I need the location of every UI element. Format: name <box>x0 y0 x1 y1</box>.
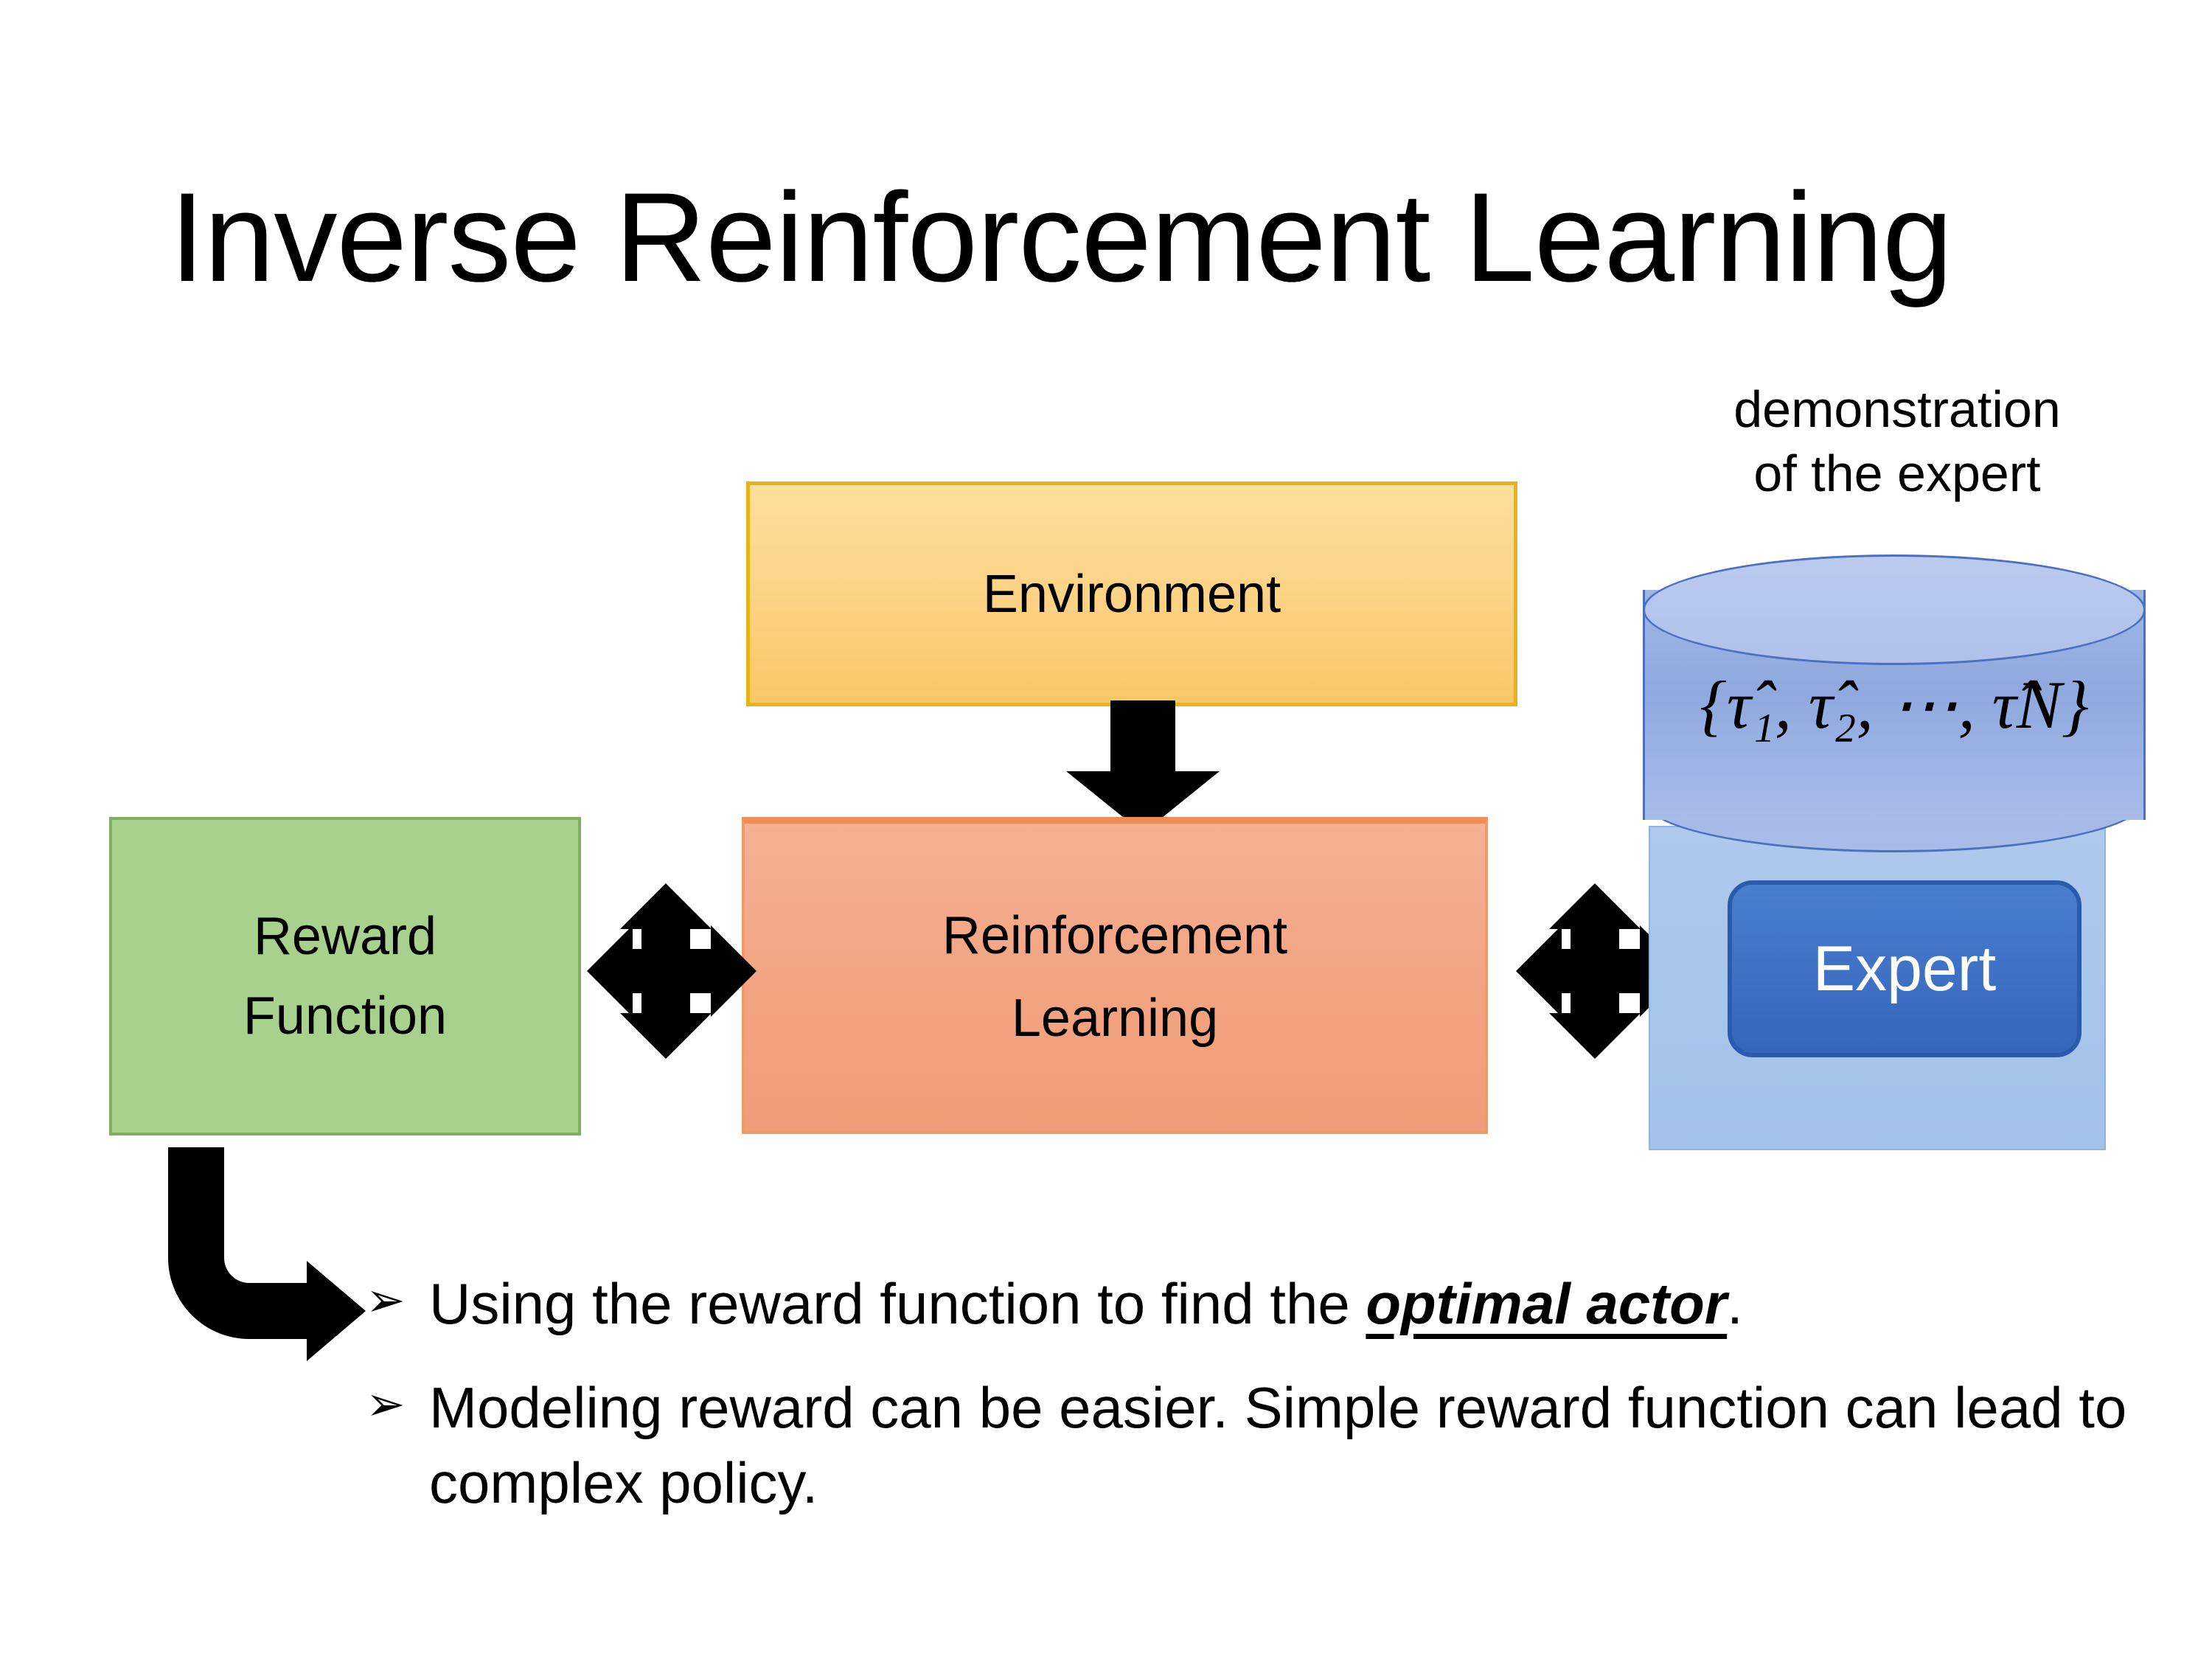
bullet-text: Using the reward function to find the op… <box>429 1267 2135 1341</box>
demonstration-set-notation: {τ̂₁, τ̂₂, ⋯, τ̂N} <box>1700 667 2089 742</box>
reward-label-line2: Function <box>243 987 448 1046</box>
bullet-text-after: . <box>1727 1271 1743 1336</box>
demonstration-cylinder: {τ̂₁, τ̂₂, ⋯, τ̂N} <box>1643 554 2146 852</box>
cylinder-top-ellipse <box>1643 554 2146 665</box>
arrow-reward-to-rl <box>587 883 757 1059</box>
bullet-item: ➢ Using the reward function to find the … <box>366 1267 2135 1341</box>
bullet-arrow-icon: ➢ <box>366 1377 406 1431</box>
expert-box: Expert <box>1728 880 2081 1057</box>
arrow-reward-to-bullets <box>168 1147 366 1361</box>
bullet-item: ➢ Modeling reward can be easier. Simple … <box>366 1371 2135 1520</box>
bullet-emphasis: optimal actor <box>1366 1271 1728 1336</box>
bullet-text-before: Using the reward function to find the <box>429 1271 1366 1336</box>
demonstration-caption-line2: of the expert <box>1753 444 2041 502</box>
reward-label-line1: Reward <box>253 907 437 966</box>
reward-function-box: Reward Function <box>109 817 581 1135</box>
arrow-rl-to-expert <box>1516 883 1686 1059</box>
page-title: Inverse Reinforcement Learning <box>170 167 1953 308</box>
demonstration-caption: demonstration of the expert <box>1643 378 2152 506</box>
bullet-list: ➢ Using the reward function to find the … <box>366 1267 2135 1550</box>
rl-label-line2: Learning <box>1011 988 1219 1048</box>
expert-label: Expert <box>1812 933 1997 1004</box>
bullet-arrow-icon: ➢ <box>366 1273 406 1326</box>
reinforcement-learning-box: Reinforcement Learning <box>742 817 1488 1134</box>
bullet-text: Modeling reward can be easier. Simple re… <box>429 1371 2135 1520</box>
rl-label-line1: Reinforcement <box>942 905 1288 965</box>
environment-label: Environment <box>982 564 1281 624</box>
arrow-environment-to-rl <box>1066 700 1220 833</box>
bullet-text-before: Modeling reward can be easier. Simple re… <box>429 1375 2127 1515</box>
environment-box: Environment <box>746 481 1517 706</box>
demonstration-caption-line1: demonstration <box>1733 380 2061 438</box>
